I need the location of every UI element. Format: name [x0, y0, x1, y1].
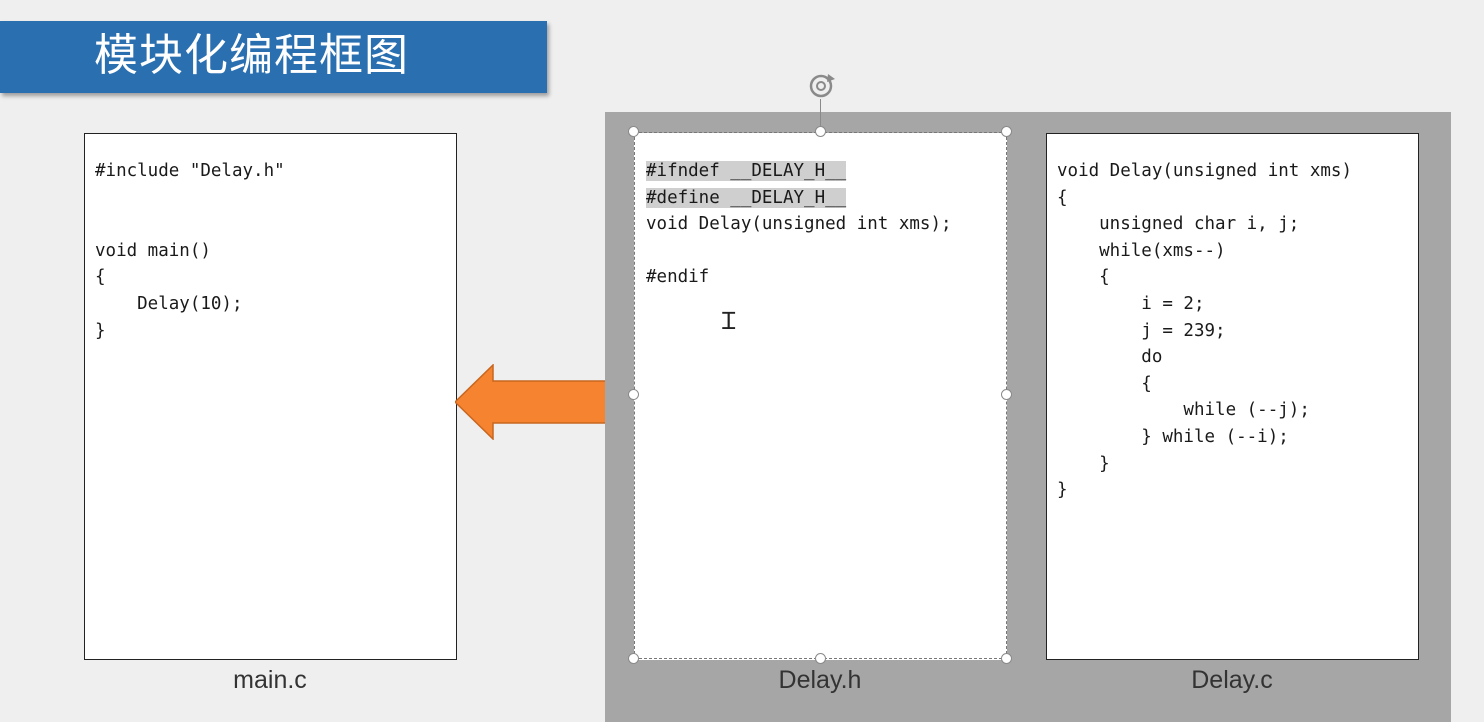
rotate-stem	[820, 99, 821, 132]
resize-handle-top-right[interactable]	[1001, 126, 1012, 137]
delay-h-code-rest[interactable]: void Delay(unsigned int xms); #endif	[646, 214, 952, 288]
resize-handle-top-left[interactable]	[628, 126, 639, 137]
rotate-handle-icon[interactable]	[806, 71, 836, 101]
delay-c-code[interactable]: void Delay(unsigned int xms) { unsigned …	[1057, 161, 1353, 501]
delay-h-code[interactable]: #ifndef __DELAY_H__ #define __DELAY_H__ …	[646, 158, 952, 291]
resize-handle-bottom-center[interactable]	[815, 653, 826, 664]
delay-h-line-define[interactable]: #define __DELAY_H__	[646, 187, 847, 208]
main-c-caption: main.c	[233, 666, 307, 694]
resize-handle-middle-left[interactable]	[628, 389, 639, 400]
delay-h-caption: Delay.h	[778, 666, 862, 694]
resize-handle-top-center[interactable]	[815, 126, 826, 137]
resize-handle-bottom-right[interactable]	[1001, 653, 1012, 664]
delay-h-box[interactable]: #ifndef __DELAY_H__ #define __DELAY_H__ …	[634, 133, 1007, 660]
delay-c-caption: Delay.c	[1191, 666, 1273, 694]
title-banner: 模块化编程框图	[0, 21, 547, 93]
text-cursor-icon: Ɪ	[722, 307, 736, 335]
slide-title[interactable]: 模块化编程框图	[94, 30, 409, 81]
delay-h-line-ifndef[interactable]: #ifndef __DELAY_H__	[646, 161, 847, 181]
delay-c-box[interactable]: void Delay(unsigned int xms) { unsigned …	[1046, 133, 1419, 660]
resize-handle-middle-right[interactable]	[1001, 389, 1012, 400]
resize-handle-bottom-left[interactable]	[628, 653, 639, 664]
main-c-box[interactable]: #include "Delay.h" void main() { Delay(1…	[84, 133, 457, 660]
main-c-code[interactable]: #include "Delay.h" void main() { Delay(1…	[95, 161, 285, 341]
